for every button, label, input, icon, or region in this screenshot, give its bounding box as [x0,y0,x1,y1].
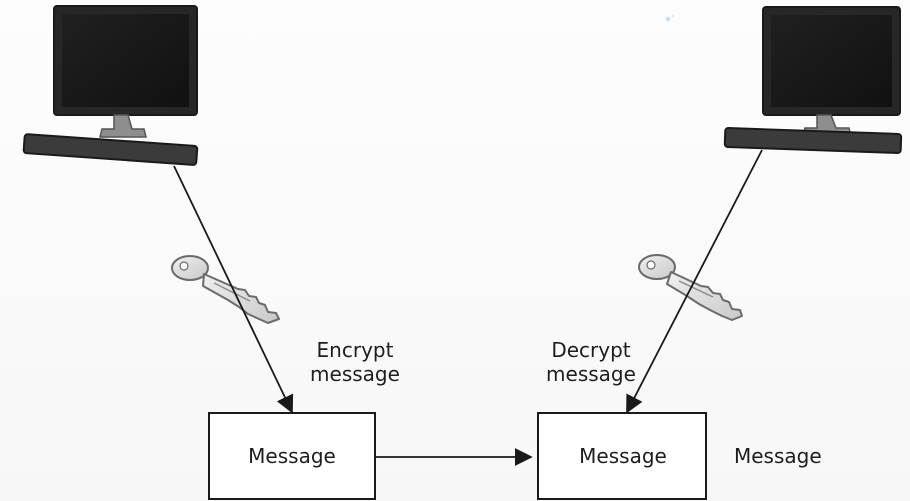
left-computer-icon [22,5,199,166]
decrypt-message-label: Decrypt message [536,338,646,386]
left-encrypt-arrow [173,165,294,414]
encrypt-label-line2: message [310,362,400,386]
right-monitor-screen [771,15,892,107]
paper-speck [671,14,675,18]
paper-speck [665,16,671,22]
encrypt-message-label: Encrypt message [300,338,410,386]
right-decrypt-arrow [626,149,763,414]
output-message-label: Message [734,444,822,468]
left-keyboard [22,133,199,166]
left-key-icon [171,255,280,324]
left-monitor-stand [99,114,147,138]
right-computer-icon [723,6,903,154]
right-message-box-label: Message [579,444,667,468]
left-message-box-label: Message [248,444,336,468]
encrypt-label-line1: Encrypt [316,338,394,362]
left-monitor-screen [62,14,189,107]
right-keyboard [723,127,903,154]
right-message-box [537,412,707,500]
right-key-icon [638,254,743,321]
left-message-box [208,412,376,500]
decrypt-label-line1: Decrypt [551,338,631,362]
decrypt-label-line2: message [546,362,636,386]
